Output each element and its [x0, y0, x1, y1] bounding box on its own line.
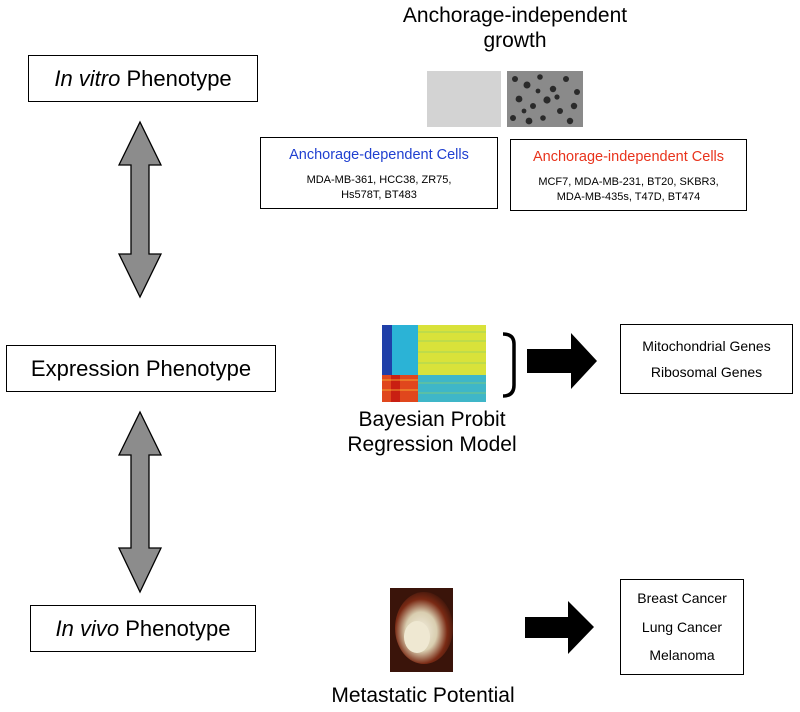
gene-set-item: Ribosomal Genes — [650, 364, 763, 380]
expression-phenotype-label: Expression Phenotype — [30, 355, 252, 381]
growth-caption: Anchorage-independent growth — [370, 3, 660, 53]
cell-line-row: MDA-MB-361, HCC38, ZR75, — [306, 174, 452, 186]
anchorage-dependent-growth-image — [427, 71, 501, 127]
anchorage-independent-title: Anchorage-independent Cells — [532, 149, 725, 165]
in-vitro-label: In vitro Phenotype — [54, 65, 232, 91]
anchorage-dependent-lines: MDA-MB-361, HCC38, ZR75, Hs578T, BT483 — [307, 173, 452, 202]
cancer-types-box: Breast Cancer Lung Cancer Melanoma — [620, 579, 744, 675]
cell-line-row: Hs578T, BT483 — [341, 188, 417, 201]
cancer-type-item: Breast Cancer — [637, 590, 727, 607]
anchorage-independent-box: Anchorage-independent Cells MCF7, MDA-MB… — [510, 139, 747, 211]
anchorage-independent-growth-image — [507, 71, 583, 127]
gene-set-item: Mitochondrial Genes — [642, 338, 771, 354]
growth-caption-line-2: growth — [483, 29, 547, 52]
metastatic-tumor-image — [390, 588, 453, 672]
in-vivo-label: In vivo Phenotype — [55, 615, 231, 641]
metastatic-potential-caption: Metastatic Potential — [331, 684, 515, 707]
cancer-type-item: Melanoma — [649, 647, 715, 664]
in-vivo-phenotype-box: In vivo Phenotype — [30, 605, 256, 652]
double-arrow-lower — [117, 410, 163, 594]
expression-phenotype-box: Expression Phenotype — [6, 345, 276, 392]
model-caption: Bayesian Probit Regression Model — [318, 407, 546, 457]
arrow-to-cancers — [525, 601, 594, 654]
cell-line-row: MDA-MB-435s, T47D, BT474 — [556, 190, 701, 203]
gene-sets-box: Mitochondrial Genes Ribosomal Genes — [620, 324, 793, 394]
model-caption-line-1: Bayesian Probit — [358, 408, 506, 431]
model-caption-line-2: Regression Model — [347, 433, 517, 456]
in-vitro-phenotype-box: In vitro Phenotype — [28, 55, 258, 102]
anchorage-dependent-box: Anchorage-dependent Cells MDA-MB-361, HC… — [260, 137, 498, 209]
double-arrow-upper — [117, 120, 163, 299]
growth-caption-line-1: Anchorage-independent — [402, 4, 628, 27]
arrow-to-gene-sets — [527, 333, 597, 389]
cancer-type-item: Lung Cancer — [641, 618, 723, 635]
anchorage-independent-lines: MCF7, MDA-MB-231, BT20, SKBR3, MDA-MB-43… — [538, 175, 718, 204]
expression-heatmap — [382, 325, 486, 402]
cell-line-row: MCF7, MDA-MB-231, BT20, SKBR3, — [538, 176, 719, 188]
heatmap-bracket — [502, 332, 516, 398]
anchorage-dependent-title: Anchorage-dependent Cells — [289, 147, 469, 163]
